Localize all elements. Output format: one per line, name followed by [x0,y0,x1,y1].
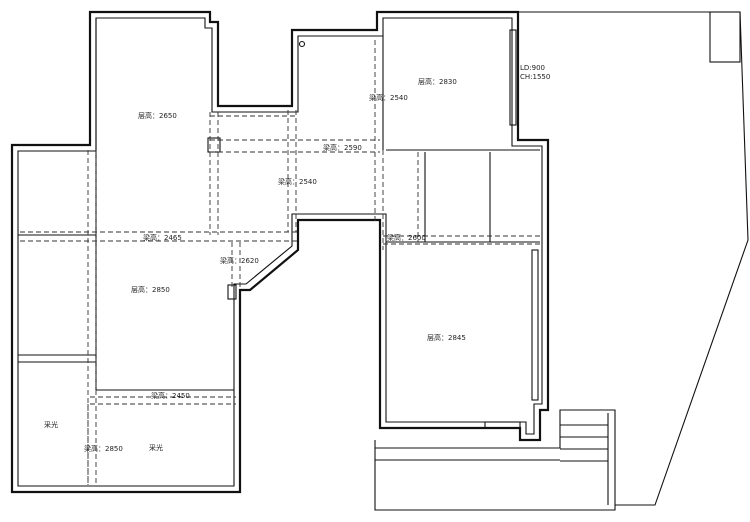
label-daylight-b: 采光 [149,443,163,452]
label-beam-2465: 梁高：2465 [143,233,182,242]
right-wedge-outline [518,11,749,506]
short-stub-wall [227,284,237,300]
bottom-window-frame [484,421,521,429]
label-beam-2850: 梁高：2850 [84,444,123,453]
bottom-steps-outline [374,409,616,511]
label-ceiling-2650: 层高：2650 [138,111,177,120]
label-ceiling-2850: 层高：2850 [131,285,170,294]
right-window-frame [509,29,517,126]
label-daylight-a: 采光 [44,420,58,429]
right-corner-box [709,11,741,63]
label-beam-2450: 梁高：2450 [151,391,190,400]
label-window-ld: LD:900 [520,64,545,72]
label-beam-2600: 梁高：2600 [387,233,426,242]
label-beam-2590: 梁高：2590 [323,143,362,152]
label-beam-2620: 梁高：2620 [220,256,259,265]
left-inner-wall [17,17,543,487]
left-outer-wall [10,10,550,494]
label-beam-2540-b: 梁高：2540 [278,177,317,186]
label-window-ch: CH:1550 [520,73,550,81]
label-beam-2540-a: 梁高：2540 [369,93,408,102]
label-ceiling-2845: 层高：2845 [427,333,466,342]
bedroom-window-frame [531,249,539,401]
pipe-marker [298,40,306,48]
label-ceiling-2830: 层高：2830 [418,77,457,86]
